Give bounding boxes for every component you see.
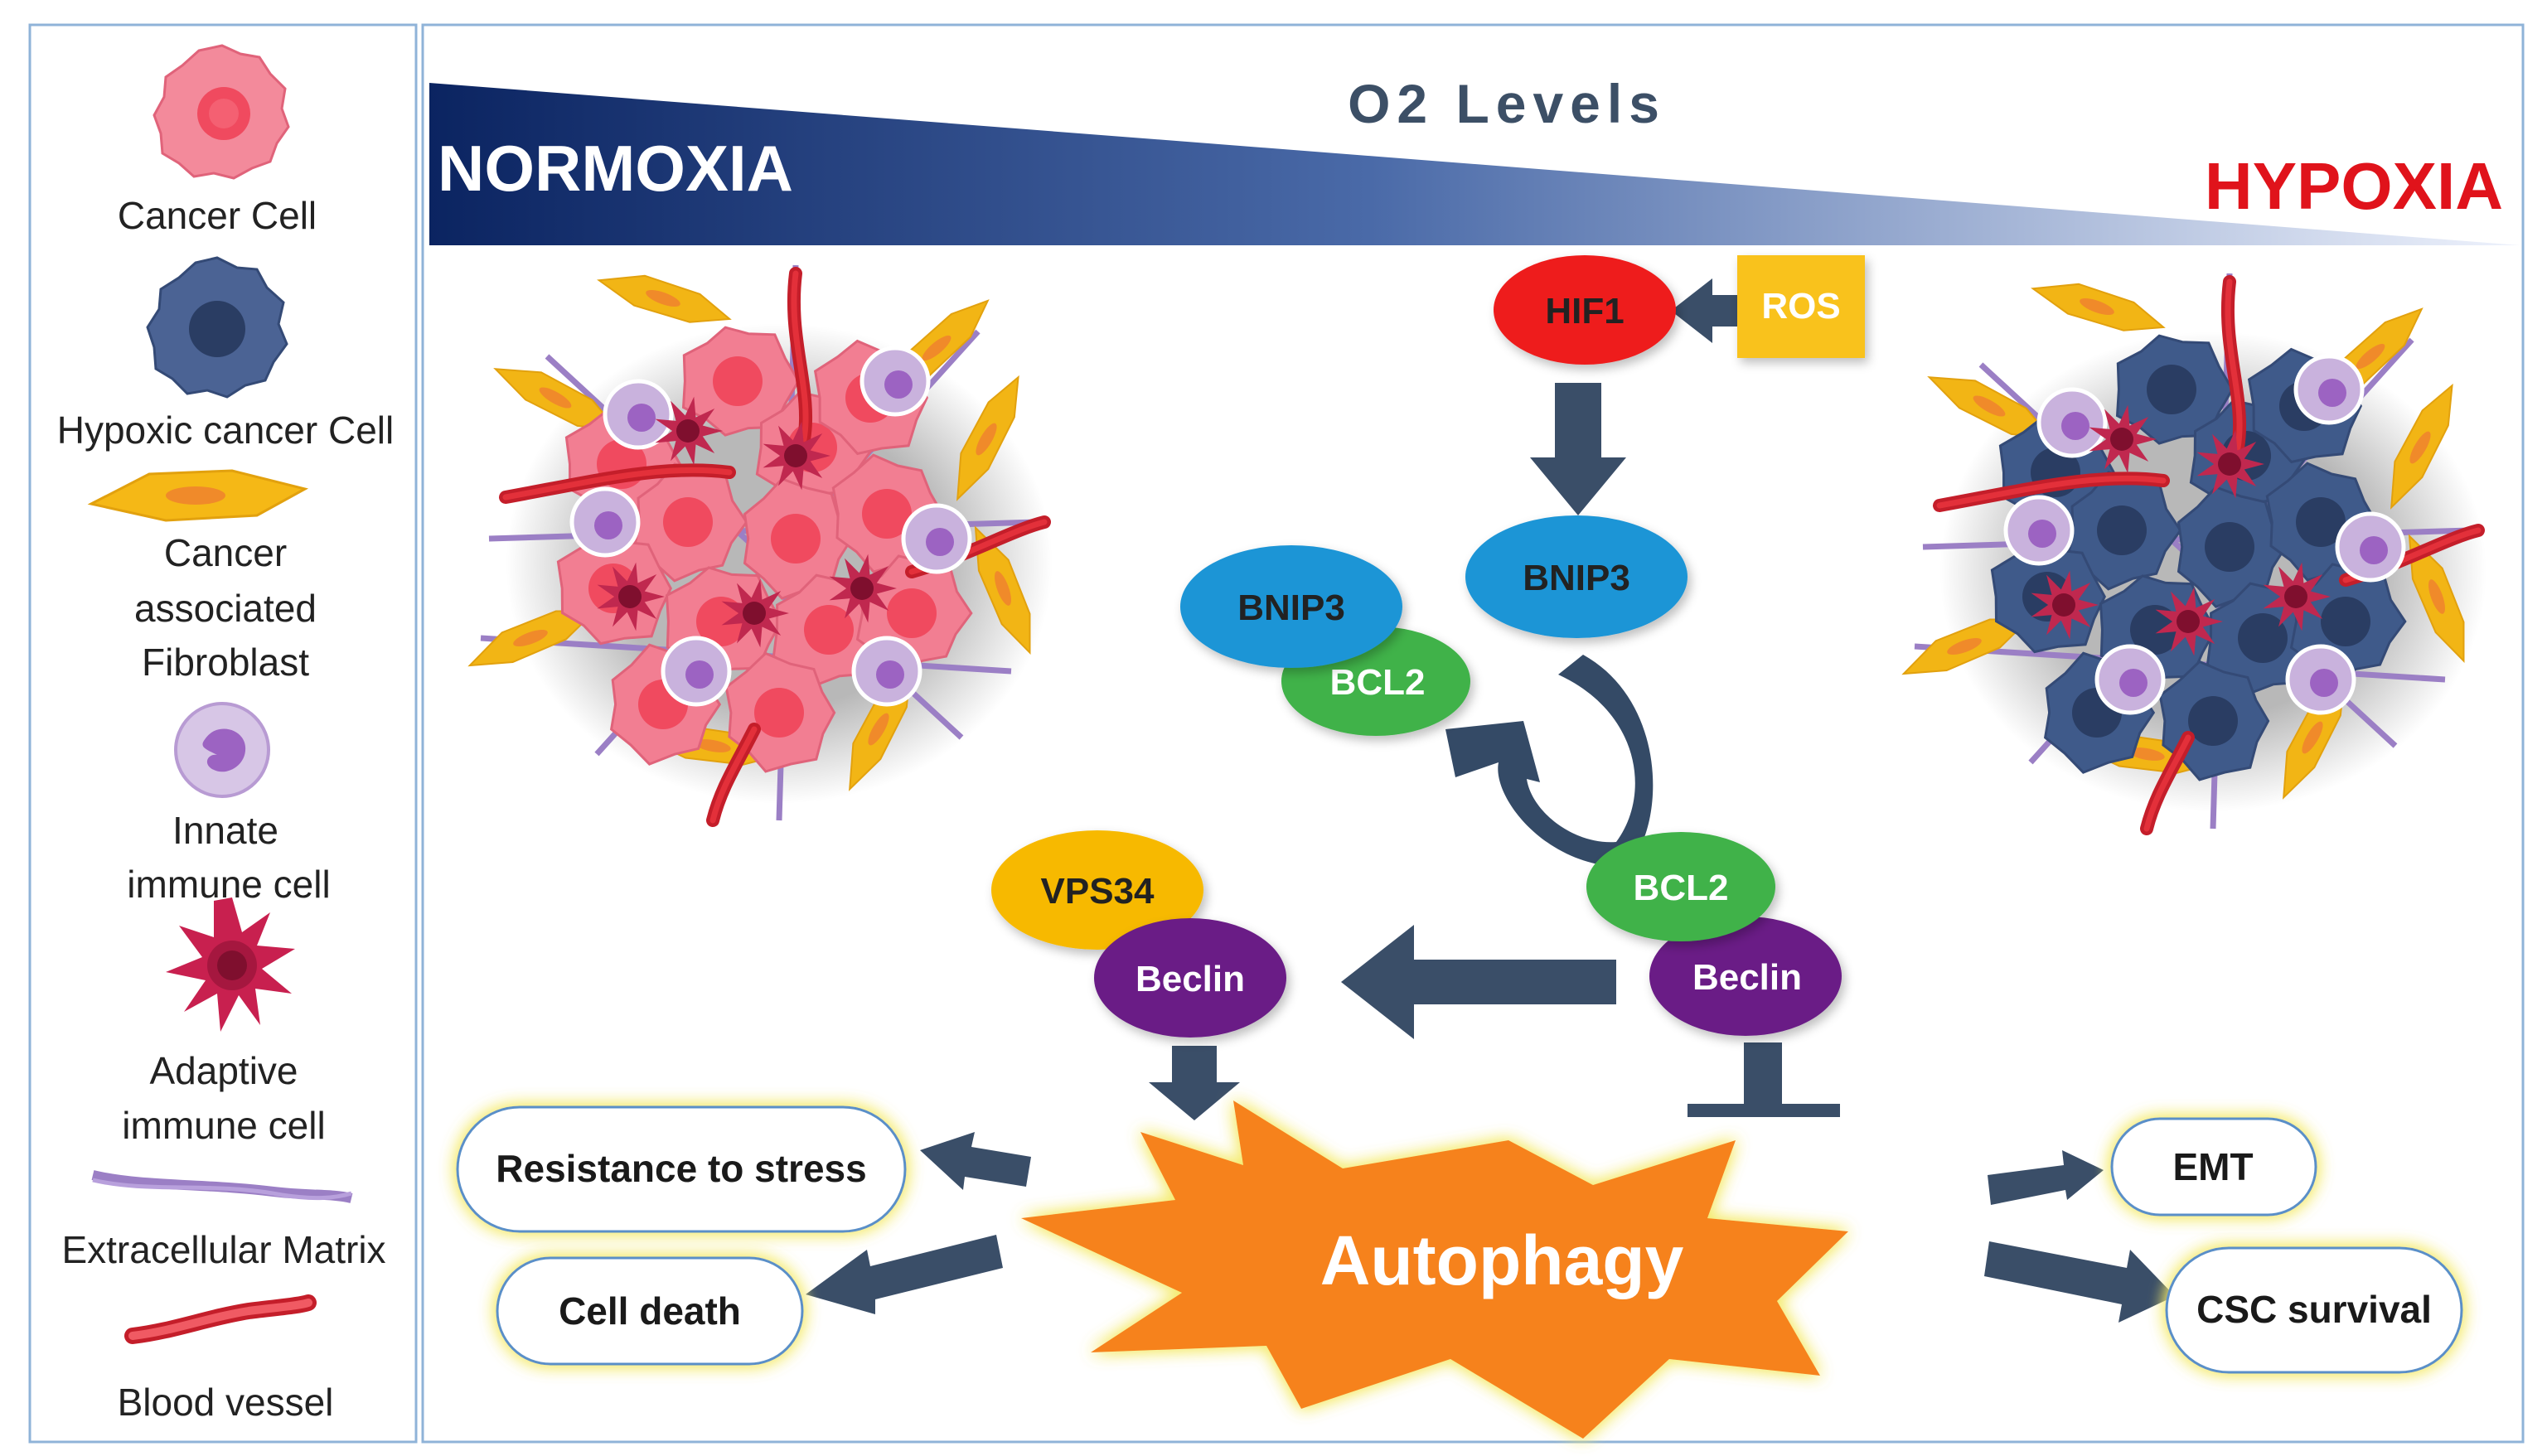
outcome-emt-label: EMT — [2172, 1145, 2253, 1188]
arrow-beclin-complex-swap — [1341, 925, 1616, 1039]
bnip3-node-left: BNIP3 — [1180, 545, 1402, 668]
vps34-node: VPS34 — [991, 830, 1203, 950]
bcl2-node-right: BCL2 — [1586, 832, 1775, 941]
tumor-cell-nucleus — [887, 588, 937, 638]
arrow-to-resistance — [920, 1132, 1031, 1190]
outcome-csc-box: CSC survival — [2165, 1246, 2463, 1374]
outcome-resistance-box: Resistance to stress — [456, 1105, 907, 1233]
outcome-cell-death-box: Cell death — [496, 1256, 804, 1366]
bcl2-left-label: BCL2 — [1330, 662, 1426, 703]
tumor-cell-nucleus — [2321, 597, 2370, 646]
legend-label-adaptive-line1: Adaptive — [149, 1049, 298, 1092]
tumor-cell-nucleus — [754, 688, 804, 738]
hif1-label: HIF1 — [1545, 291, 1624, 331]
outcome-resistance-label: Resistance to stress — [496, 1147, 866, 1190]
bnip3-top-label: BNIP3 — [1523, 558, 1630, 598]
innate-immune-cell-icon — [174, 702, 270, 798]
legend-label-ecm: Extracellular Matrix — [61, 1228, 385, 1271]
autophagy-starburst — [1021, 1100, 1848, 1439]
fibroblast — [2390, 383, 2453, 510]
extracellular-matrix-icon — [91, 1170, 353, 1203]
arrow-to-cell-death — [806, 1235, 1003, 1314]
fibroblast — [2408, 534, 2465, 664]
tumor-cell-nucleus — [2296, 497, 2346, 547]
hypoxia-label: HYPOXIA — [2205, 149, 2503, 223]
arrow-vps34-beclin-to-autophagy — [1149, 1046, 1240, 1120]
outcome-cell-death-label: Cell death — [559, 1289, 741, 1333]
legend-label-caf-line3: Fibroblast — [142, 641, 309, 684]
tumor-cell-nucleus — [2188, 696, 2238, 746]
fibroblast — [956, 375, 1019, 501]
cancer-cell-icon — [153, 44, 290, 180]
tumor-cell-nucleus — [862, 489, 912, 539]
legend-label-caf-line1: Cancer — [164, 531, 287, 574]
normoxic-tumor — [467, 264, 1053, 827]
fibroblast — [597, 274, 732, 323]
tumor-cell-nucleus — [804, 605, 854, 655]
legend-label-innate-line1: Innate — [172, 809, 278, 852]
gradient-title: O2 Levels — [1348, 73, 1666, 134]
bnip3-node-top: BNIP3 — [1465, 515, 1688, 638]
tumor-cell-nucleus — [2097, 505, 2147, 555]
tumor-cell-nucleus — [2238, 613, 2288, 663]
fibroblast — [974, 525, 1031, 655]
legend-label-hypoxic-cancer-cell: Hypoxic cancer Cell — [57, 409, 394, 452]
legend-label-blood-vessel: Blood vessel — [118, 1381, 334, 1424]
legend-label-cancer-cell: Cancer Cell — [118, 194, 317, 237]
inhibition-bcl2-beclin-on-autophagy — [1688, 1042, 1840, 1117]
ros-label: ROS — [1761, 286, 1840, 327]
legend-panel: Cancer Cell Hypoxic cancer Cell Cancer a… — [28, 23, 418, 1444]
legend-label-caf-line2: associated — [134, 587, 317, 630]
outcome-csc-label: CSC survival — [2196, 1288, 2432, 1331]
adaptive-immune-cell-icon — [166, 897, 295, 1032]
tumor-cell-nucleus — [713, 356, 763, 406]
fibroblast — [2031, 283, 2166, 331]
beclin-node-left: Beclin — [1094, 918, 1286, 1038]
tumor-cell-nucleus — [2205, 522, 2254, 572]
o2-gradient-wedge — [429, 83, 2520, 245]
arrow-to-emt — [1988, 1150, 2104, 1205]
hif1-node: HIF1 — [1494, 255, 1676, 365]
ros-node: ROS — [1737, 255, 1865, 358]
hypoxic-tumor — [1901, 273, 2486, 835]
outcome-emt-box: EMT — [2110, 1117, 2317, 1217]
hypoxic-cancer-cell-icon — [146, 256, 288, 399]
tumor-cell-nucleus — [663, 497, 713, 547]
autophagy-label: Autophagy — [1320, 1221, 1684, 1299]
beclin-left-label: Beclin — [1135, 959, 1245, 999]
main-panel: O2 Levels NORMOXIA HYPOXIA Aut — [421, 23, 2525, 1444]
bcl2-right-label: BCL2 — [1634, 868, 1729, 908]
tumor-cell-nucleus — [771, 514, 821, 564]
beclin-node-right: Beclin — [1649, 917, 1842, 1036]
bnip3-left-label: BNIP3 — [1237, 588, 1345, 628]
tumor-cell-nucleus — [2147, 365, 2196, 414]
arrow-to-csc — [1984, 1241, 2175, 1323]
legend-label-adaptive-line2: immune cell — [122, 1104, 325, 1147]
blood-vessel-icon — [124, 1294, 317, 1344]
vps34-label: VPS34 — [1041, 871, 1155, 912]
fibroblast-icon — [87, 469, 309, 522]
arrow-hif1-to-bnip3 — [1530, 383, 1626, 515]
beclin-right-label: Beclin — [1692, 957, 1802, 998]
normoxia-label: NORMOXIA — [438, 132, 793, 205]
